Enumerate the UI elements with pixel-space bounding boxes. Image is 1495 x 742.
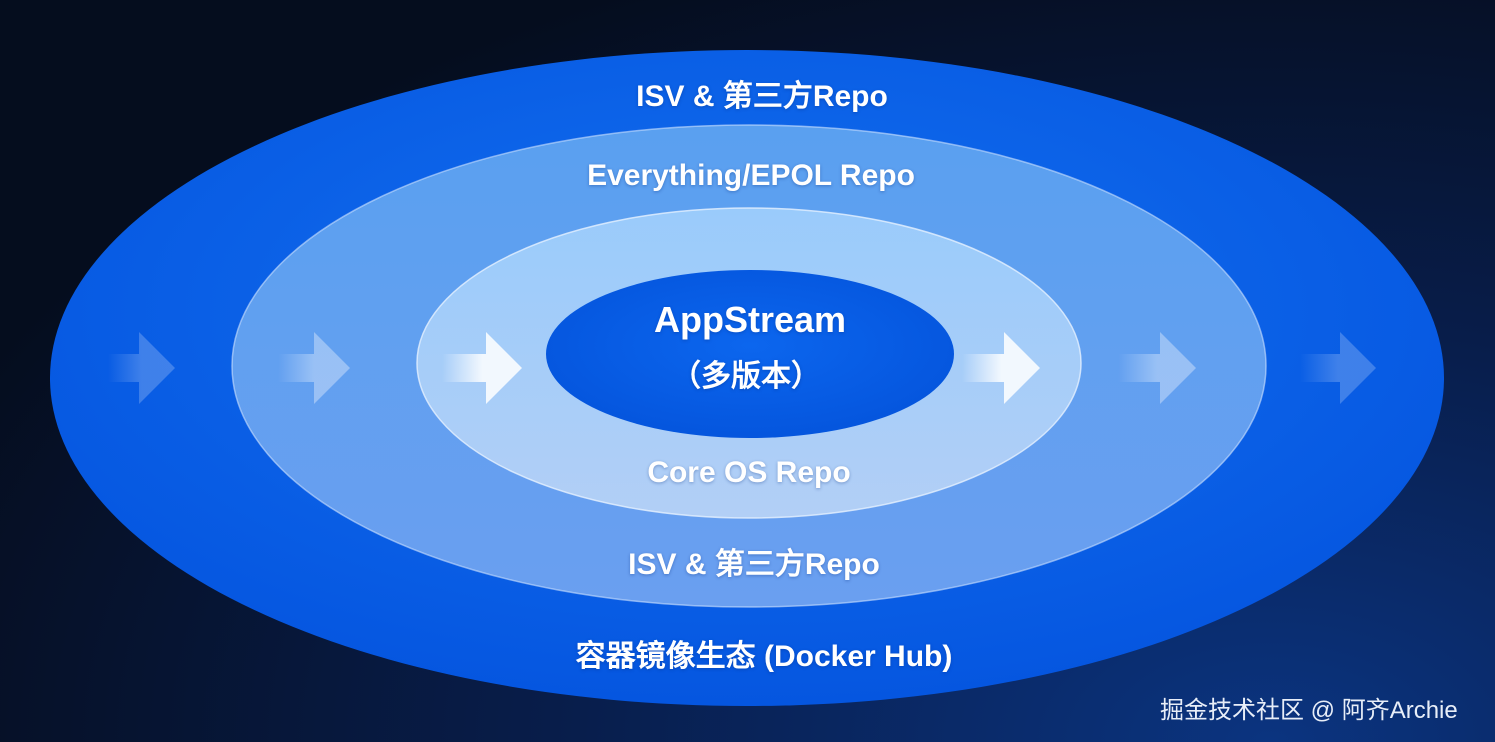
everything-label: Everything/EPOL Repo (587, 159, 915, 192)
arrow-icon (1118, 332, 1196, 404)
arrow-icon (278, 332, 350, 404)
appstream-subtitle: （多版本） (671, 360, 821, 393)
arrow-icon (442, 332, 522, 404)
arrow-icon (1300, 332, 1376, 404)
isv-label: ISV & 第三方Repo (628, 548, 880, 581)
appstream-ellipse (546, 270, 954, 438)
arrow-icon (108, 332, 175, 404)
arrow-icon (962, 332, 1040, 404)
watermark: 掘金技术社区 @ 阿齐Archie (1160, 697, 1458, 724)
container-label: 容器镜像生态 (Docker Hub) (575, 640, 953, 673)
core-os-label: Core OS Repo (647, 456, 851, 489)
outer-top-label: ISV & 第三方Repo (636, 80, 888, 113)
appstream-label: AppStream (653, 299, 847, 340)
